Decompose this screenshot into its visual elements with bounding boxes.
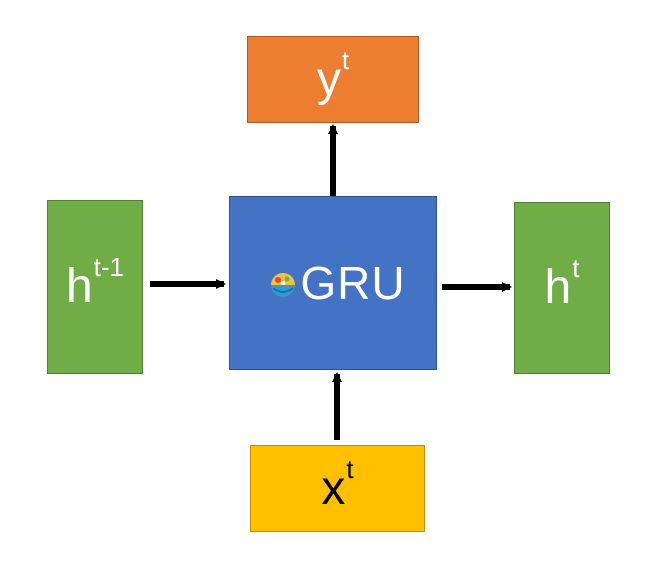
colorful-ball-icon xyxy=(271,273,296,297)
hidden-label: h xyxy=(544,261,572,314)
hidden-superscript: t xyxy=(572,253,580,283)
prev-hidden-label: h xyxy=(65,260,93,313)
output-label: y xyxy=(316,52,341,106)
prev-hidden-superscript: t-1 xyxy=(93,252,125,282)
input-superscript: t xyxy=(346,453,354,484)
gru-label: GRU xyxy=(300,257,406,309)
input-label: x xyxy=(321,461,346,515)
output-superscript: t xyxy=(341,44,350,75)
gru-cell-node: GRU xyxy=(229,196,437,370)
